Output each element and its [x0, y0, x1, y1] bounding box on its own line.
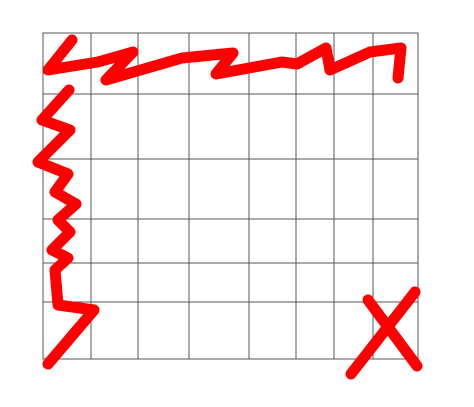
stroke-x-mark-a	[362, 294, 423, 372]
red-strokes	[32, 34, 423, 380]
stroke-x-mark-b	[345, 286, 421, 380]
stroke-left-zigzag	[32, 84, 100, 370]
stroke-top-zigzag	[42, 34, 407, 86]
grid-border	[42, 32, 419, 360]
